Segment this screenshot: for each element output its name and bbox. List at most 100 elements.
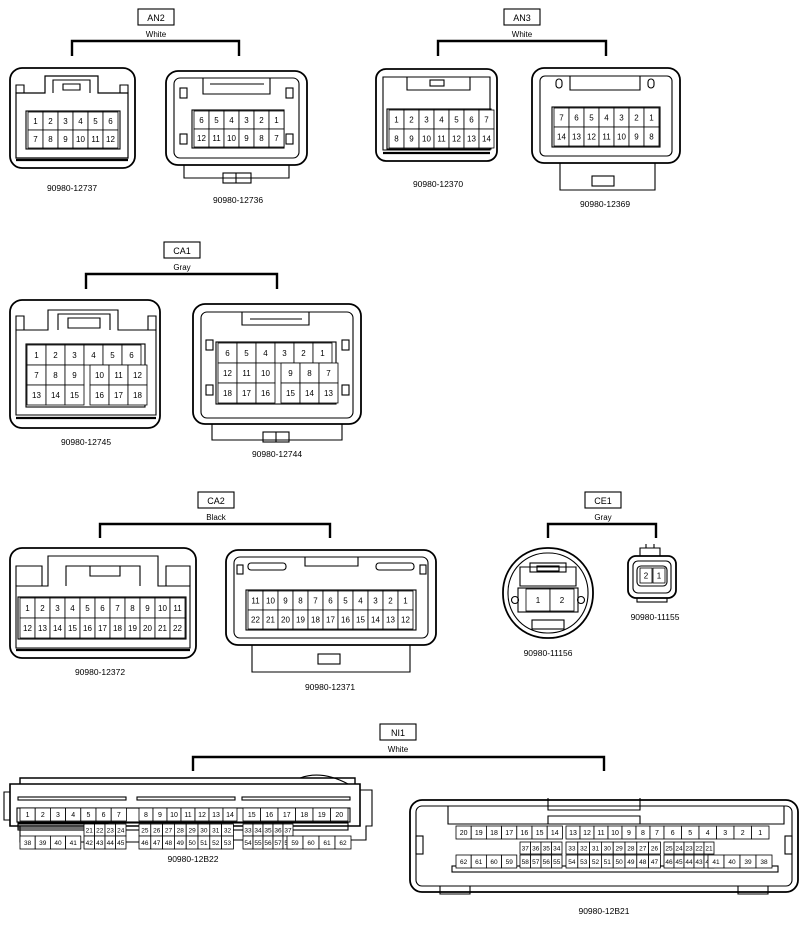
- pin-cell: 44: [683, 854, 695, 869]
- pin-cell: 31: [589, 841, 602, 855]
- pin-number: 30: [200, 827, 208, 834]
- pin-cell: 10: [166, 807, 182, 822]
- pin-number: 8: [48, 135, 53, 144]
- pin-number: 9: [288, 369, 293, 378]
- pin-cell: 36: [530, 841, 542, 855]
- pin-number: 4: [358, 596, 363, 605]
- pin-cell: 1: [397, 590, 414, 611]
- pin-cell: 1: [27, 111, 44, 131]
- pin-cell: 12: [19, 617, 36, 639]
- pin-number: 1: [758, 830, 762, 837]
- pin-number: 6: [469, 115, 474, 124]
- pin-number: 53: [224, 840, 232, 847]
- pin-cell: 5: [208, 110, 225, 130]
- pin-number: 48: [165, 840, 173, 847]
- pin-cell: 1: [19, 807, 36, 822]
- pin-number: 14: [371, 615, 380, 624]
- pin-number: 36: [532, 845, 540, 852]
- group-code: AN2: [147, 13, 165, 23]
- connector-90980-11156: [502, 547, 594, 639]
- pin-number: 22: [695, 845, 703, 852]
- pin-number: 5: [110, 351, 115, 360]
- pin-cell: 20: [139, 617, 156, 639]
- pin-number: 11: [184, 812, 191, 819]
- pin-number: 17: [114, 391, 123, 400]
- pin-number: 53: [580, 859, 588, 866]
- pin-number: 27: [639, 845, 647, 852]
- pin-number: 7: [34, 371, 39, 380]
- pin-number: 47: [651, 859, 659, 866]
- pin-cell: 10: [418, 128, 435, 149]
- pin-number: 15: [68, 624, 77, 633]
- pin-cell: 3: [716, 825, 735, 840]
- pin-number: 13: [212, 812, 220, 819]
- pin-cell: 19: [312, 807, 331, 822]
- pin-number: 23: [685, 845, 693, 852]
- pin-number: 39: [39, 840, 47, 847]
- pin-cell: 5: [87, 111, 104, 131]
- pin-number: 9: [158, 812, 162, 819]
- pin-number: 10: [227, 134, 236, 143]
- pin-number: 1: [33, 117, 38, 126]
- pin-cell: 2: [639, 567, 653, 584]
- pin-cell: 51: [601, 854, 614, 869]
- pin-cell: 6: [322, 590, 339, 611]
- pin-number: 25: [141, 827, 149, 834]
- pin-cell: 16: [337, 609, 354, 630]
- pin-number: 54: [568, 859, 576, 866]
- pin-cell: 58: [519, 854, 531, 869]
- pin-number: 61: [323, 840, 331, 847]
- pin-cell: 3: [64, 344, 85, 366]
- pin-number: 7: [655, 830, 659, 837]
- pin-number: 16: [341, 615, 350, 624]
- pin-number: 11: [91, 135, 100, 144]
- part-number-label: 90980-12372: [75, 667, 125, 677]
- pin-cell: 2: [34, 597, 51, 619]
- pin-cell: 42: [83, 835, 95, 850]
- pin-number: 17: [283, 812, 291, 819]
- pin-number: 17: [98, 624, 107, 633]
- pin-number: 6: [129, 351, 134, 360]
- pin-number: 6: [199, 116, 204, 125]
- pin-number: 40: [728, 859, 736, 866]
- pin-cell: 8: [643, 126, 660, 147]
- pin-cell: 6: [463, 109, 480, 130]
- group-color: Gray: [173, 263, 190, 272]
- group-ca1: CA1 Gray: [84, 241, 279, 289]
- pin-number: 1: [394, 115, 399, 124]
- pin-cell: 6: [568, 107, 585, 128]
- group-ni1: NI1 White: [191, 723, 606, 771]
- pin-cell: 40: [723, 854, 741, 869]
- part-number-label: 90980-12371: [305, 682, 355, 692]
- group-bracket: [98, 522, 332, 538]
- pin-number: 34: [553, 845, 561, 852]
- pin-cell: 18: [295, 807, 314, 822]
- pin-number: 38: [760, 859, 768, 866]
- pin-number: 51: [200, 840, 208, 847]
- pin-cell: 15: [64, 617, 81, 639]
- pin-number: 4: [70, 604, 75, 613]
- group-color: Black: [206, 513, 227, 522]
- pin-number: 3: [619, 113, 624, 122]
- part-number-label: 90980-12737: [47, 183, 97, 193]
- pin-number: 6: [100, 604, 105, 613]
- pin-cell: 17: [501, 825, 518, 840]
- pin-cell: 26: [150, 823, 164, 837]
- pin-cell: 2: [42, 111, 59, 131]
- group-an3: AN3 White: [436, 8, 608, 56]
- connector-90980-12371: [225, 549, 437, 673]
- pin-cell: 10: [154, 597, 171, 619]
- pin-number: 15: [286, 389, 295, 398]
- pin-number: 38: [24, 840, 32, 847]
- pin-cell: 59: [501, 854, 518, 869]
- pin-cell: 21: [703, 841, 715, 855]
- pin-cell: 52: [209, 835, 223, 850]
- pin-cell: 4: [255, 342, 276, 364]
- pin-number: 42: [86, 840, 94, 847]
- group-code: NI1: [391, 728, 405, 738]
- pin-cell: 50: [612, 854, 626, 869]
- pin-cell: 61: [470, 854, 487, 869]
- pin-cell: 27: [162, 823, 175, 837]
- pin-cell: 5: [583, 107, 600, 128]
